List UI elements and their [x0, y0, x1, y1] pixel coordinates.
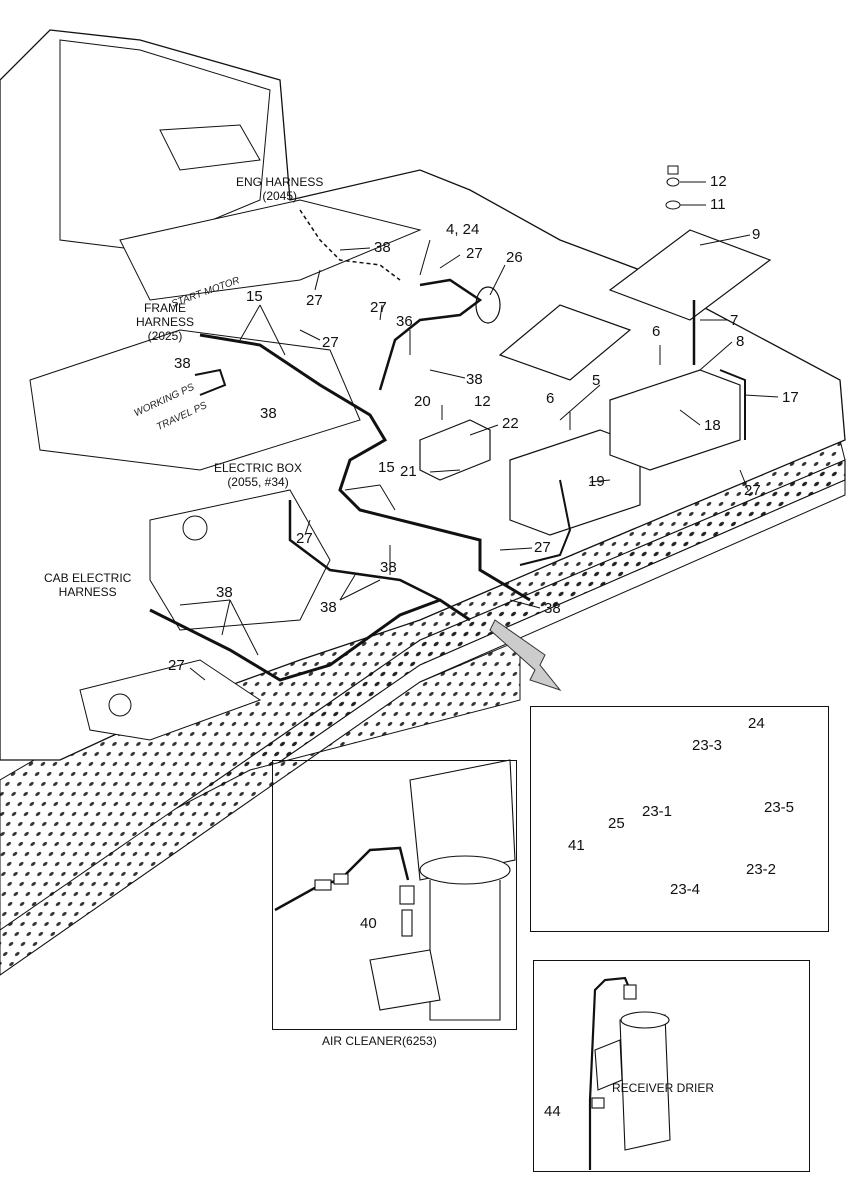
battery-cable: [519, 479, 572, 566]
callout-23-4: 23-4: [670, 881, 701, 898]
callout-11: 11: [710, 196, 726, 213]
detail-arrow: [489, 619, 562, 692]
callout-23-1: 23-1: [642, 803, 673, 820]
callout-4-24: 4, 24: [446, 221, 480, 238]
eng-harness-dashed: [299, 209, 401, 281]
callout-38-a: 38: [544, 600, 561, 617]
relay-detail-inset: [530, 706, 829, 932]
callout-6b: 6: [546, 390, 555, 407]
callout-23-5: 23-5: [764, 799, 795, 816]
callout-6a: 6: [652, 323, 661, 340]
callout-25: 25: [608, 815, 625, 832]
eng-harness-label: ENG HARNESS (2045): [236, 175, 324, 204]
callout-27-b: 27: [534, 539, 551, 556]
callout-41: 41: [568, 837, 585, 854]
callout-23-2: 23-2: [746, 861, 777, 878]
callout-17: 17: [782, 389, 799, 406]
callout-9: 9: [752, 226, 761, 243]
eng-harness-text: ENG HARNESS: [236, 175, 324, 189]
receiver-drier-drawing: [588, 976, 671, 1170]
callout-38-f: 38: [380, 559, 397, 576]
air-cleaner-caption: AIR CLEANER(6253): [322, 1034, 437, 1048]
electric-box-label: ELECTRIC BOX (2055, #34): [214, 461, 303, 490]
cab-harness-text-2: HARNESS: [58, 584, 117, 599]
callout-38-h: 38: [216, 584, 233, 601]
air-cleaner-drawing: [274, 759, 516, 1021]
electric-box-harness: [288, 500, 441, 602]
callout-27-h: 27: [168, 657, 185, 674]
callout-38-d: 38: [466, 371, 483, 388]
callout-5: 5: [592, 372, 601, 389]
cab-harness-text-1: CAB ELECTRIC: [44, 571, 132, 585]
callout-7: 7: [730, 312, 739, 329]
callout-38-c: 38: [174, 355, 191, 372]
callout-20: 20: [414, 393, 431, 410]
frame-panel-top: [59, 39, 271, 251]
battery-harness: [378, 278, 483, 391]
callout-27-d: 27: [306, 292, 323, 309]
callout-27-e: 27: [370, 299, 387, 316]
callout-27-a: 27: [744, 482, 761, 499]
callout-36: 36: [396, 313, 413, 330]
callout-24: 24: [748, 715, 765, 732]
callout-38-e: 38: [260, 405, 277, 422]
callout-15-a: 15: [246, 288, 263, 305]
side-member: [29, 329, 361, 471]
callout-26: 26: [506, 249, 523, 266]
callout-40: 40: [360, 915, 377, 932]
lower-hole: [108, 693, 132, 717]
frame-bracket: [159, 124, 261, 171]
callout-23-3: 23-3: [692, 737, 723, 754]
washer-11: [665, 200, 681, 210]
walkway-plate-edge: [0, 479, 846, 976]
cab-harness-label: CAB ELECTRIC HARNESS: [44, 571, 132, 600]
battery-cover-9: [608, 229, 772, 321]
callout-12: 12: [710, 173, 727, 190]
callout-38-b: 38: [374, 239, 391, 256]
callout-27-c: 27: [466, 245, 483, 262]
callout-27-g: 27: [296, 530, 313, 547]
leader-lines: [179, 181, 779, 681]
battery-cable-17: [719, 369, 746, 440]
lower-plate: [0, 639, 521, 976]
callout-12-b: 12: [474, 393, 491, 410]
electric-box-text: ELECTRIC BOX: [214, 461, 303, 475]
battery-plate: [498, 304, 632, 381]
callout-21: 21: [400, 463, 417, 480]
frame-harness-text-1: FRAME: [144, 301, 186, 315]
callout-19: 19: [588, 473, 605, 490]
receiver-drier-inset: [533, 960, 810, 1172]
bracket-hole: [182, 515, 208, 541]
air-cleaner-inset: [272, 760, 517, 1030]
relay-box-22: [419, 419, 491, 481]
eng-harness-code: (2045): [262, 188, 298, 203]
frame-harness-text-2: HARNESS: [136, 314, 195, 329]
callout-38-g: 38: [320, 599, 337, 616]
washer-12: [666, 177, 680, 187]
relay-26: [475, 286, 501, 324]
frame-harness-label: FRAME HARNESS (2025): [136, 301, 195, 343]
callout-22: 22: [502, 415, 519, 432]
cross-member: [119, 199, 422, 301]
callout-27-f: 27: [322, 334, 339, 351]
callout-18: 18: [704, 417, 721, 434]
battery-19: [509, 429, 641, 536]
frame-harness: [199, 333, 531, 602]
frame-harness-code: (2025): [147, 328, 183, 343]
callout-8: 8: [736, 333, 745, 350]
electric-box-code: (2055, #34): [227, 474, 289, 489]
ps-harness: [194, 368, 227, 396]
callout-44: 44: [544, 1103, 561, 1120]
callout-15-b: 15: [378, 459, 395, 476]
receiver-drier-label: RECEIVER DRIER: [612, 1081, 715, 1095]
bolt-12: [667, 165, 679, 175]
lower-bracket: [79, 659, 262, 741]
